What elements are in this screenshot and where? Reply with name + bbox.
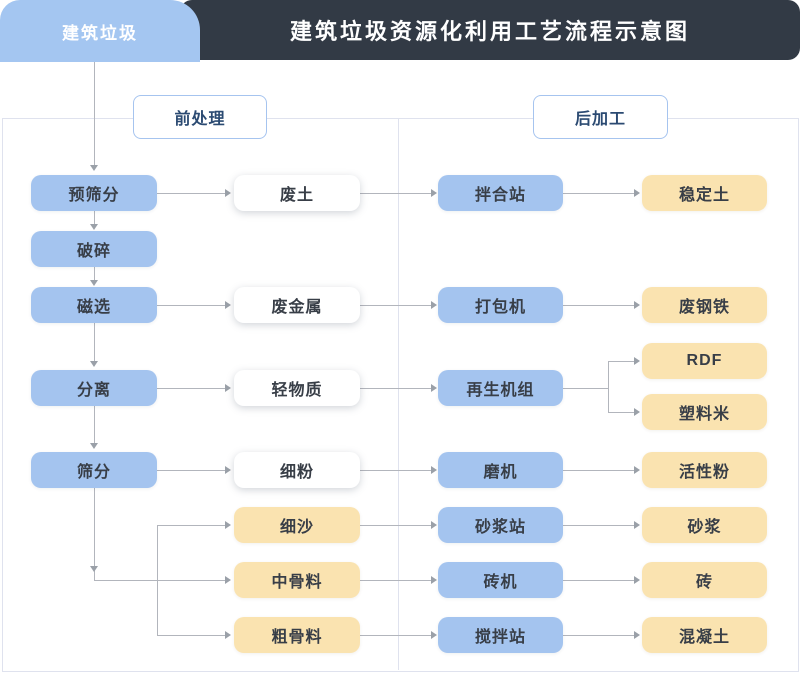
arrowhead-right-icon: [431, 576, 437, 584]
arrowhead-right-icon: [634, 576, 640, 584]
node-agitating-station: 搅拌站: [438, 617, 563, 653]
arrowhead-right-icon: [225, 631, 231, 639]
connector-line: [360, 525, 431, 526]
connector-line: [94, 211, 95, 224]
arrowhead-right-icon: [431, 466, 437, 474]
node-brick-machine: 砖机: [438, 562, 563, 598]
connector-line: [563, 193, 634, 194]
section-label-pre-processing: 前处理: [133, 95, 267, 139]
arrowhead-right-icon: [634, 521, 640, 529]
connector-line: [360, 635, 431, 636]
connector-line: [94, 488, 95, 580]
connector-line: [94, 323, 95, 361]
arrowhead-right-icon: [634, 189, 640, 197]
arrowhead-right-icon: [431, 384, 437, 392]
source-tab-construction-waste: 建筑垃圾: [0, 0, 200, 62]
connector-line: [94, 62, 95, 165]
connector-line: [563, 635, 634, 636]
node-concrete: 混凝土: [642, 617, 767, 653]
node-mixing-station: 拌合站: [438, 175, 563, 211]
node-screening: 筛分: [31, 452, 157, 488]
connector-line: [157, 305, 225, 306]
connector-line: [157, 635, 225, 636]
node-waste-soil: 废土: [234, 175, 360, 211]
node-mortar-station: 砂浆站: [438, 507, 563, 543]
node-active-powder: 活性粉: [642, 452, 767, 488]
node-mill: 磨机: [438, 452, 563, 488]
connector-line: [608, 361, 634, 362]
connector-line: [563, 580, 634, 581]
connector-line: [157, 525, 158, 635]
node-brick: 砖: [642, 562, 767, 598]
arrowhead-right-icon: [431, 521, 437, 529]
arrowhead-right-icon: [634, 301, 640, 309]
connector-line: [94, 406, 95, 443]
connector-line: [360, 388, 431, 389]
section-divider-line: [398, 118, 399, 670]
node-crushing: 破碎: [31, 231, 157, 267]
connector-line: [563, 305, 634, 306]
arrowhead-down-icon: [90, 224, 98, 230]
arrowhead-down-icon: [90, 443, 98, 449]
node-fine-powder: 细粉: [234, 452, 360, 488]
connector-line: [94, 580, 225, 581]
diagram-panel: [2, 118, 799, 672]
arrowhead-right-icon: [431, 189, 437, 197]
connector-line: [157, 470, 225, 471]
connector-line: [360, 470, 431, 471]
connector-line: [608, 361, 609, 412]
arrowhead-right-icon: [431, 301, 437, 309]
section-label-pre-text: 前处理: [174, 111, 226, 128]
section-label-post-processing: 后加工: [533, 95, 668, 139]
node-plastic-pellets: 塑料米: [642, 394, 767, 430]
node-coarse-aggregate: 粗骨料: [234, 617, 360, 653]
connector-line: [94, 267, 95, 280]
arrowhead-right-icon: [634, 466, 640, 474]
connector-line: [563, 470, 634, 471]
connector-line: [563, 525, 634, 526]
arrowhead-right-icon: [225, 301, 231, 309]
node-scrap-steel: 废钢铁: [642, 287, 767, 323]
section-label-post-text: 后加工: [574, 111, 626, 128]
node-stabilized-soil: 稳定土: [642, 175, 767, 211]
connector-line: [360, 580, 431, 581]
arrowhead-down-icon: [90, 361, 98, 367]
connector-line: [360, 193, 431, 194]
node-rdf: RDF: [642, 343, 767, 379]
arrowhead-right-icon: [431, 631, 437, 639]
node-regeneration-unit: 再生机组: [438, 370, 563, 406]
connector-line: [608, 412, 634, 413]
arrowhead-right-icon: [225, 521, 231, 529]
arrowhead-right-icon: [634, 631, 640, 639]
arrowhead-down-icon: [90, 165, 98, 171]
arrowhead-right-icon: [225, 576, 231, 584]
connector-line: [360, 305, 431, 306]
node-waste-metal: 废金属: [234, 287, 360, 323]
arrowhead-right-icon: [225, 466, 231, 474]
connector-line: [563, 388, 608, 389]
node-separation: 分离: [31, 370, 157, 406]
arrowhead-right-icon: [225, 189, 231, 197]
arrowhead-down-icon: [90, 280, 98, 286]
source-tab-label: 建筑垃圾: [62, 23, 138, 43]
node-medium-aggregate: 中骨料: [234, 562, 360, 598]
node-fine-sand: 细沙: [234, 507, 360, 543]
node-baler: 打包机: [438, 287, 563, 323]
node-magnetic-separation: 磁选: [31, 287, 157, 323]
node-light-material: 轻物质: [234, 370, 360, 406]
arrowhead-right-icon: [634, 357, 640, 365]
title-bar: 建筑垃圾资源化利用工艺流程示意图: [180, 0, 800, 60]
page-title: 建筑垃圾资源化利用工艺流程示意图: [289, 19, 690, 44]
connector-line: [157, 193, 225, 194]
arrowhead-right-icon: [225, 384, 231, 392]
connector-line: [157, 525, 225, 526]
node-mortar: 砂浆: [642, 507, 767, 543]
arrowhead-right-icon: [634, 408, 640, 416]
connector-line: [157, 388, 225, 389]
arrowhead-down-icon: [90, 566, 98, 572]
node-pre-screening: 预筛分: [31, 175, 157, 211]
